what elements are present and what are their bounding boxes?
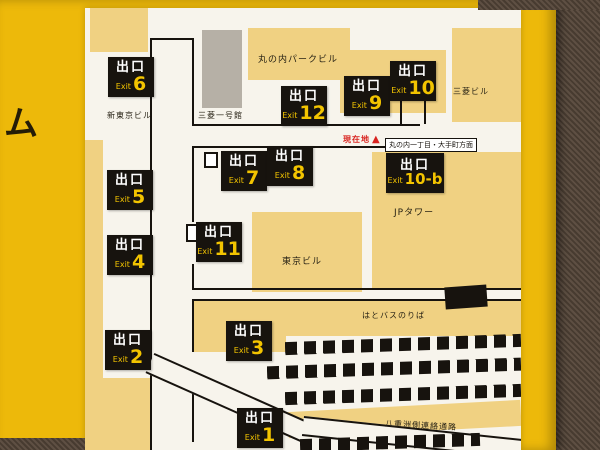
exit-number: 3 xyxy=(250,336,265,359)
exit-number: 7 xyxy=(245,166,260,189)
label-tokyo-building: 東京ビル xyxy=(282,257,323,267)
wall-top-edge xyxy=(478,0,600,10)
exit-kanji: 出口 xyxy=(274,149,305,165)
building-block xyxy=(90,8,148,52)
station-exit-sign: ム xyxy=(0,0,556,450)
exit-kanji: 出口 xyxy=(351,79,382,95)
exit-kanji: 出口 xyxy=(233,324,264,340)
exit-word: Exit xyxy=(351,100,367,110)
label-mitsubishi: 三菱ビル xyxy=(453,87,489,96)
exit-kanji: 出口 xyxy=(114,238,145,254)
exit-number: 2 xyxy=(129,345,144,368)
building-tokyo xyxy=(252,212,362,292)
exit-kanji: 出口 xyxy=(203,225,234,241)
corridor-edge xyxy=(192,38,194,124)
label-marunouchi-park: 丸の内パークビル xyxy=(258,55,339,65)
corridor-edge xyxy=(192,374,194,442)
railway-tracks xyxy=(266,357,521,380)
building-mitsubishi-ichigokan xyxy=(202,30,242,108)
exit-word: Exit xyxy=(282,110,298,120)
exit-map: 丸の内パークビル 三菱一号館 新東京ビル 三菱ビル JPタワー 東京ビル はとバ… xyxy=(85,8,521,450)
exit-kanji: 出口 xyxy=(112,333,143,349)
exit-kanji: 出口 xyxy=(244,411,275,427)
building-left-strip xyxy=(85,140,103,450)
direction-sign: 丸の内一丁目・大手町方面 xyxy=(385,138,477,152)
exit-kanji: 出口 xyxy=(288,89,319,105)
exit-number: 8 xyxy=(291,161,306,184)
exit-number: 10-b xyxy=(404,170,443,189)
corridor-edge xyxy=(192,300,194,352)
exit-number: 6 xyxy=(132,72,147,95)
corridor-stub xyxy=(424,100,426,124)
exit-number: 10 xyxy=(408,76,435,99)
exit-number: 11 xyxy=(214,237,241,260)
exit-word: Exit xyxy=(112,354,128,364)
exit-word: Exit xyxy=(233,345,249,355)
label-jp-tower: JPタワー xyxy=(394,208,435,218)
exit-word: Exit xyxy=(114,194,130,204)
exit-word: Exit xyxy=(115,81,131,91)
label-hato-bus: はとバスのりば xyxy=(362,311,425,320)
exit-kanji: 出口 xyxy=(228,154,259,170)
building-mitsubishi xyxy=(452,28,521,122)
exit-word: Exit xyxy=(244,432,260,442)
sign-side-text: ム xyxy=(4,104,38,144)
exit-word: Exit xyxy=(114,259,130,269)
label-shin-tokyo: 新東京ビル xyxy=(107,111,152,120)
exit-kanji: 出口 xyxy=(115,60,146,76)
road-edge xyxy=(192,288,521,290)
exit-number: 5 xyxy=(131,185,146,208)
exit-word: Exit xyxy=(228,175,244,185)
exit-number: 12 xyxy=(299,101,326,124)
exit-number: 9 xyxy=(368,91,383,114)
exit-kanji: 出口 xyxy=(114,173,145,189)
exit-kanji: 出口 xyxy=(399,158,430,174)
current-location-label: 現在地 xyxy=(343,135,370,144)
wall-bottom-left xyxy=(0,438,90,450)
corridor-edge xyxy=(192,146,194,222)
corridor-stub xyxy=(400,100,402,124)
exit-word: Exit xyxy=(391,85,407,95)
exit-kanji: 出口 xyxy=(397,64,428,80)
building-marunouchi-park xyxy=(248,28,350,80)
map-structure-box xyxy=(204,152,218,168)
railway-tracks xyxy=(284,333,521,356)
label-ichigokan: 三菱一号館 xyxy=(198,111,243,120)
current-location-marker-icon: ▲ xyxy=(372,133,380,145)
exit-number: 4 xyxy=(131,250,146,273)
corridor-edge xyxy=(192,264,194,288)
exit-word: Exit xyxy=(197,246,213,256)
exit-word: Exit xyxy=(274,170,290,180)
current-location: 現在地 ▲ xyxy=(343,134,380,145)
corridor-cap xyxy=(150,38,194,40)
building-block xyxy=(85,378,150,450)
road-edge xyxy=(192,299,521,301)
exit-word: Exit xyxy=(387,175,403,185)
exit-number: 1 xyxy=(261,423,276,446)
